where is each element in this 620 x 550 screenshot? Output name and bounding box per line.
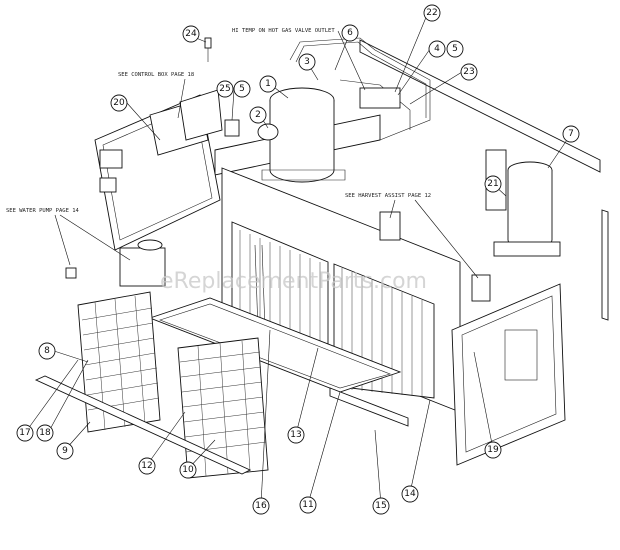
svg-text:24: 24 [185,29,197,39]
svg-text:2: 2 [255,110,261,120]
callout-13: 13 [287,426,305,444]
watermark: eReplacementParts.com [160,269,427,294]
callout-20: 20 [110,94,128,112]
svg-text:10: 10 [182,465,194,475]
callout-5-top: 5 [446,40,464,58]
callout-21: 21 [484,175,502,193]
callout-4: 4 [428,40,446,58]
svg-text:3: 3 [304,57,310,67]
callout-18: 18 [36,424,54,442]
callout-12: 12 [138,457,156,475]
svg-text:4: 4 [434,44,440,54]
callout-11: 11 [299,496,317,514]
svg-text:5: 5 [452,44,458,54]
callout-6-top: 6 [341,24,359,42]
svg-text:5: 5 [239,84,245,94]
svg-text:25: 25 [219,84,230,94]
callout-10: 10 [179,461,197,479]
callout-7: 7 [562,125,580,143]
svg-text:9: 9 [62,446,68,456]
callout-23: 23 [460,63,478,81]
callout-22: 22 [423,4,441,22]
svg-text:15: 15 [375,501,386,511]
callout-24: 24 [182,25,200,43]
note-control-box: SEE CONTROL BOX PAGE 18 [118,72,194,78]
svg-text:17: 17 [19,428,30,438]
svg-text:21: 21 [487,179,498,189]
callout-1: 1 [259,75,277,93]
svg-text:8: 8 [44,346,50,356]
svg-text:20: 20 [113,98,125,108]
svg-text:22: 22 [426,8,437,18]
callout-9: 9 [56,442,74,460]
callout-5-mid: 5 [233,80,251,98]
svg-text:14: 14 [404,489,416,499]
svg-text:6: 6 [347,28,353,38]
svg-text:19: 19 [487,445,499,455]
note-water-pump: SEE WATER PUMP PAGE 14 [6,208,80,214]
note-hi-temp: HI TEMP ON HOT GAS VALVE OUTLET [232,28,335,34]
callout-2: 2 [249,106,267,124]
svg-text:7: 7 [568,129,574,139]
svg-text:23: 23 [463,67,474,77]
cabinet-drawing [34,37,609,479]
svg-text:12: 12 [141,461,152,471]
callout-3: 3 [298,53,316,71]
svg-text:18: 18 [39,428,51,438]
callout-25: 25 [216,80,234,98]
svg-text:16: 16 [255,501,267,511]
callout-8: 8 [38,342,56,360]
note-harvest-assist: SEE HARVEST ASSIST PAGE 12 [345,193,431,199]
callout-16: 16 [252,497,270,515]
callout-19: 19 [484,441,502,459]
svg-text:1: 1 [265,79,271,89]
callout-17: 17 [16,424,34,442]
svg-text:13: 13 [290,430,301,440]
callout-14: 14 [401,485,419,503]
svg-text:11: 11 [302,500,313,510]
callout-15: 15 [372,497,390,515]
